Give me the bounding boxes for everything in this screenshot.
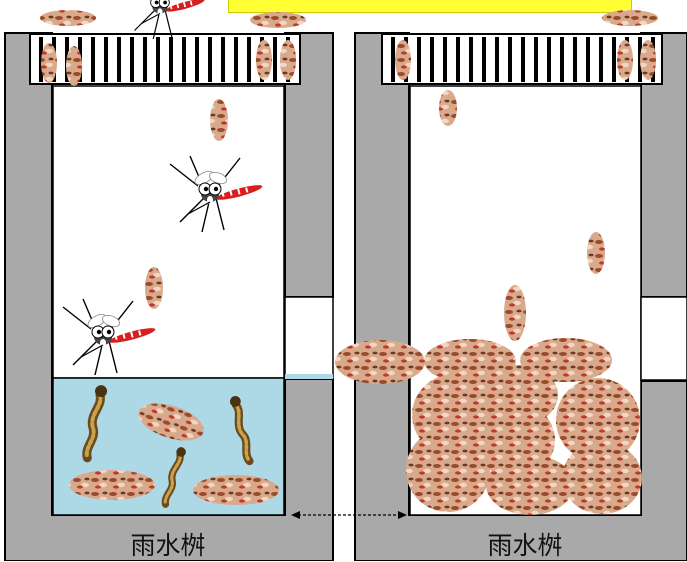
leaf-pile (335, 338, 642, 515)
right-basin-label: 雨水桝 (487, 531, 563, 560)
double-arrow-icon (291, 511, 407, 519)
title-band (228, 0, 632, 13)
grate-icon (381, 33, 663, 85)
left-basin-label: 雨水桝 (130, 531, 206, 560)
drain-pipe (284, 296, 334, 378)
leaf-icon (40, 10, 658, 505)
